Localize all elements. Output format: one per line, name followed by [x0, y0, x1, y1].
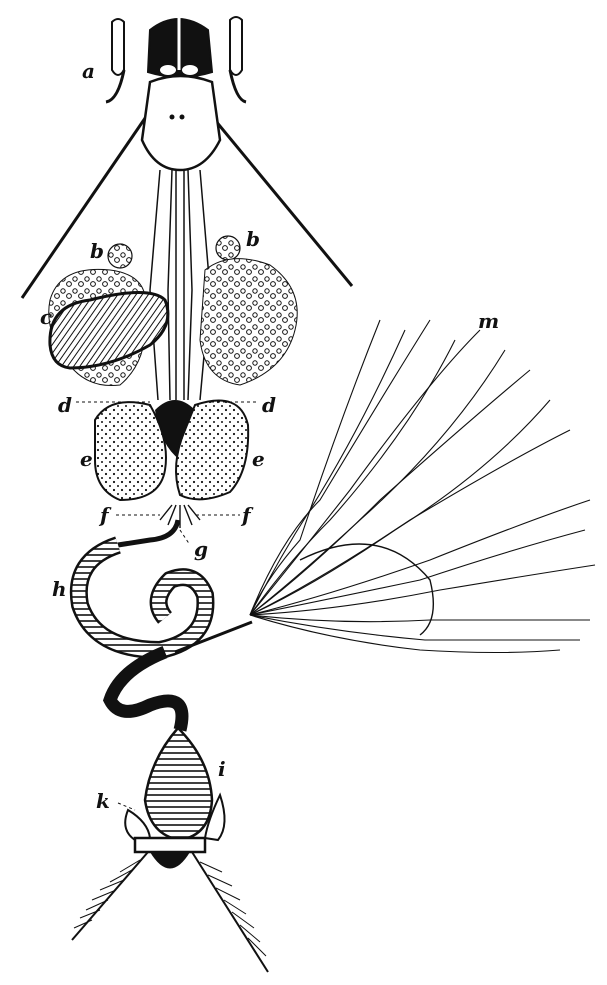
label-e-left: e [80, 447, 93, 471]
label-e-right: e [252, 447, 265, 471]
coiled-intestine [69, 536, 215, 660]
antennae [20, 107, 354, 299]
label-d-left: d [58, 393, 72, 417]
label-a: a [82, 59, 95, 83]
label-g: g [194, 537, 208, 561]
label-m: m [478, 309, 499, 333]
label-k: k [96, 789, 110, 813]
part-labels: a b b c d d e e f f g h i k m [40, 59, 499, 813]
label-c: c [40, 305, 52, 329]
thorax [140, 74, 222, 172]
small-intestine [117, 519, 181, 548]
label-d-right: d [262, 393, 276, 417]
label-b-left: b [90, 239, 104, 263]
tubular-gland-tuft [249, 319, 596, 654]
label-b-right: b [246, 227, 260, 251]
label-f-left: f [98, 503, 112, 527]
label-h: h [52, 577, 67, 601]
basal-plate [133, 836, 207, 854]
label-i: i [218, 757, 226, 781]
head [105, 16, 247, 104]
label-leaders [76, 401, 258, 811]
gland-duct [174, 620, 253, 654]
feathered-palps [71, 851, 269, 973]
label-f-right: f [240, 503, 254, 527]
oesophagus [149, 169, 211, 401]
poison-sac [143, 726, 214, 842]
crop [48, 291, 170, 370]
chyle-stomach [94, 399, 250, 502]
malpighian-tubes [159, 504, 201, 528]
large-intestine [102, 645, 189, 732]
